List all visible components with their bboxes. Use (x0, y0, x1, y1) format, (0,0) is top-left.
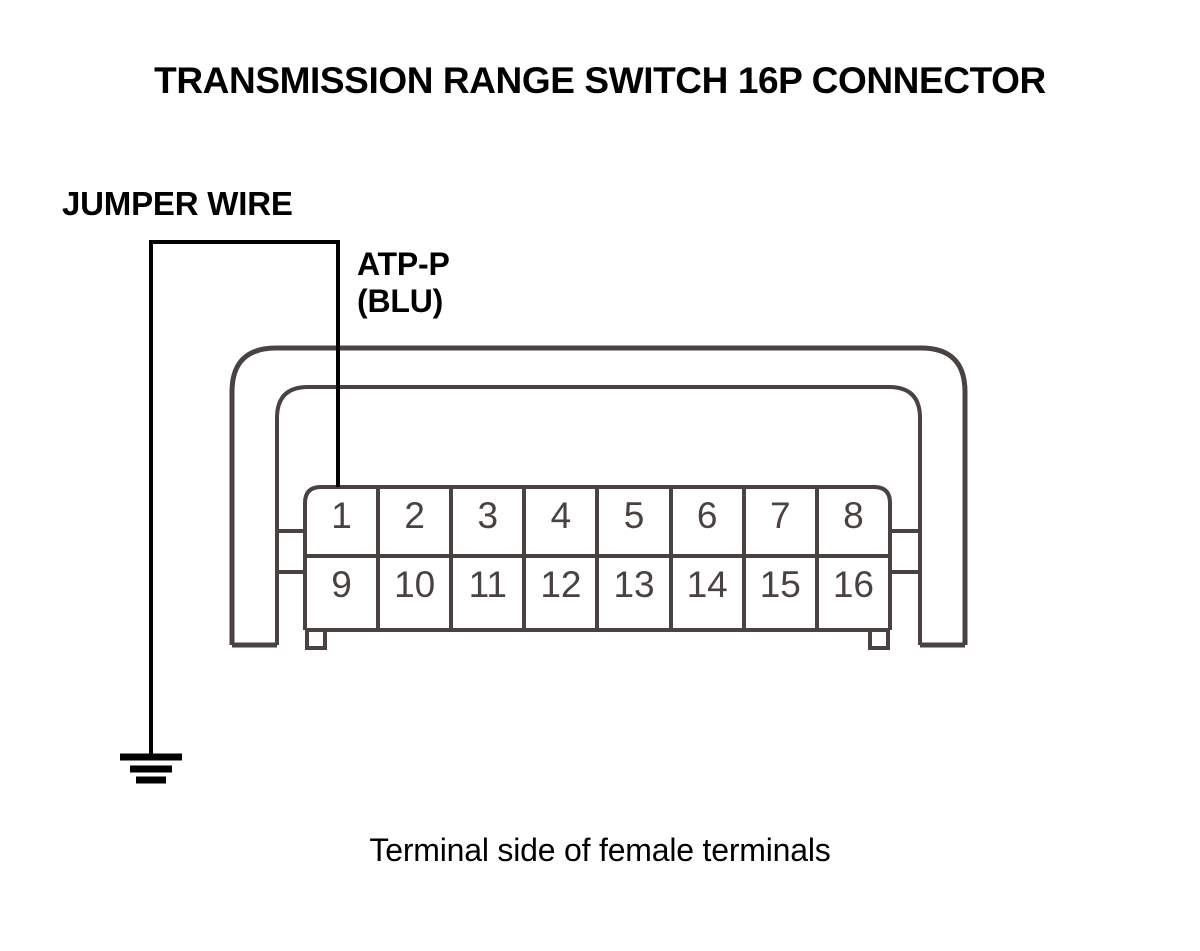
pin-15[interactable]: 15 (759, 564, 801, 605)
atp-p-terminal-label: ATP-P (BLU) (357, 246, 450, 320)
connector-inner-shell (275, 385, 922, 645)
pin-16[interactable]: 16 (832, 564, 875, 605)
pin-4[interactable]: 4 (550, 495, 572, 536)
pin-3[interactable]: 3 (477, 495, 499, 536)
figure-caption: Terminal side of female terminals (369, 832, 831, 868)
jumper-wire-path (149, 240, 340, 757)
pin-13[interactable]: 13 (613, 564, 655, 605)
pin-11[interactable]: 11 (468, 564, 508, 605)
pin-block-tab-right (868, 630, 890, 650)
pin-14[interactable]: 14 (686, 564, 728, 605)
atp-p-signal-name: ATP-P (357, 246, 450, 282)
atp-p-wire-color: (BLU) (357, 283, 444, 319)
pin-7[interactable]: 7 (770, 495, 791, 536)
pin-block-tab-left (305, 630, 327, 650)
connector-outer-shell (229, 345, 968, 645)
page-title: TRANSMISSION RANGE SWITCH 16P CONNECTOR (154, 60, 1046, 101)
pin-5[interactable]: 5 (623, 495, 645, 536)
pin-12[interactable]: 12 (540, 564, 582, 605)
pin-10[interactable]: 10 (394, 564, 436, 605)
pin-6[interactable]: 6 (696, 495, 718, 536)
jumper-wire-label: JUMPER WIRE (62, 185, 293, 222)
pin-9[interactable]: 9 (331, 564, 352, 605)
pin-2[interactable]: 2 (404, 495, 425, 536)
pin-1[interactable]: 1 (331, 495, 352, 536)
pin-8[interactable]: 8 (843, 495, 864, 536)
